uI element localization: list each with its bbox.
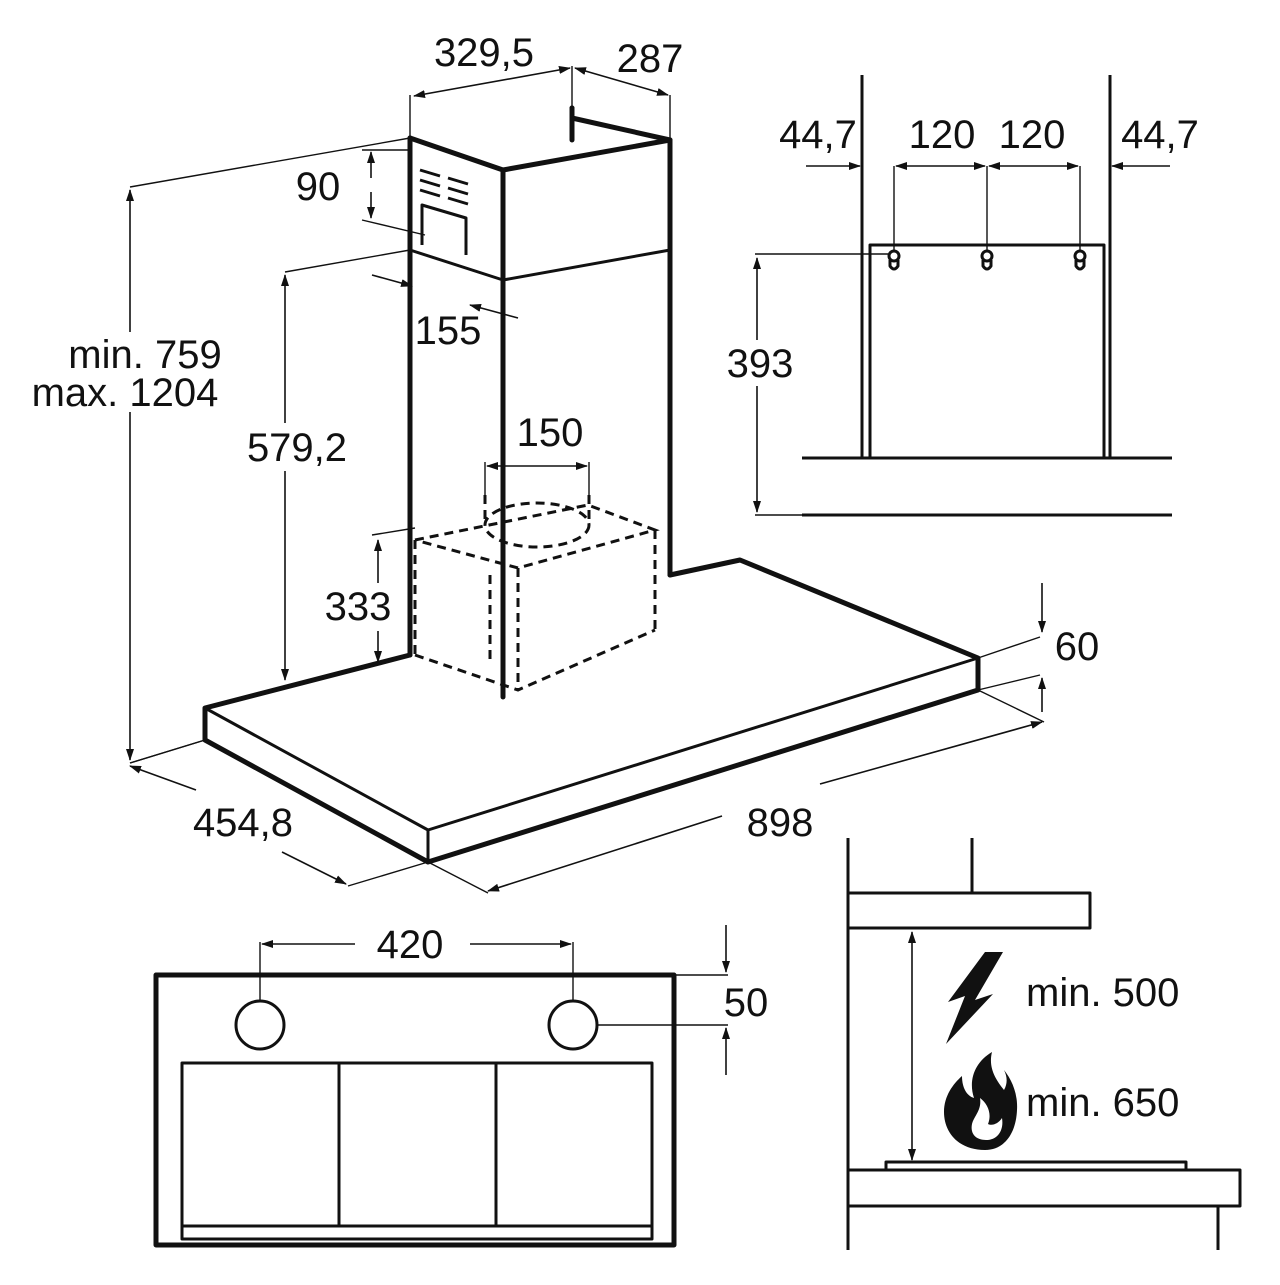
label-mask	[322, 583, 396, 631]
bracket-view: 44,7 120 120 44,7 393	[722, 75, 1199, 517]
lightning-icon	[946, 952, 1003, 1044]
dim-filter-box-height: 333	[325, 585, 392, 629]
dim-outlet-offset: 155	[415, 309, 482, 353]
lamp-left	[234, 999, 286, 1051]
dim-canopy-thickness: 60	[1055, 625, 1100, 669]
dim-lower-chimney-height: 579,2	[247, 426, 347, 470]
label-mask	[722, 340, 798, 386]
dim-spacing-1: 120	[909, 113, 976, 157]
dim-chimney-width: 329,5	[434, 31, 534, 75]
keyhole-icon	[980, 249, 994, 271]
upper-chimney	[407, 105, 673, 700]
dim-canopy-width: 898	[747, 801, 814, 845]
keyhole-icon	[1073, 249, 1087, 271]
filter-box	[413, 495, 660, 692]
label-mask	[236, 423, 354, 471]
dim-bracket-height: 393	[727, 342, 794, 386]
dim-total-height-min: min. 759	[68, 333, 221, 377]
dim-spacing-2: 120	[999, 113, 1066, 157]
dim-lamp-offset: 50	[724, 981, 769, 1025]
bottom-view: 420 50	[153, 923, 769, 1248]
dim-chimney-depth: 287	[617, 37, 684, 81]
lamp-right	[547, 999, 599, 1051]
dim-right-margin: 44,7	[1121, 113, 1199, 157]
dim-total-height-max: max. 1204	[32, 371, 219, 415]
dim-outlet-diameter: 150	[517, 411, 584, 455]
label-mask	[40, 332, 230, 412]
keyhole-icon	[887, 249, 901, 271]
dim-left-margin: 44,7	[779, 113, 857, 157]
clearance-label-gas: min. 650	[1026, 1081, 1179, 1125]
canopy	[202, 557, 981, 865]
dim-top-offset: 90	[296, 165, 341, 209]
clearance-view: min. 500 min. 650	[846, 838, 1242, 1250]
dim-lamp-spacing: 420	[377, 923, 444, 967]
dim-canopy-depth: 454,8	[193, 801, 293, 845]
flame-icon	[944, 1052, 1018, 1150]
clearance-label-electric: min. 500	[1026, 971, 1179, 1015]
main-view: 329,5 287 90 155 min. 759 max. 1204 579,…	[32, 31, 1100, 894]
vent-slots	[419, 168, 469, 255]
